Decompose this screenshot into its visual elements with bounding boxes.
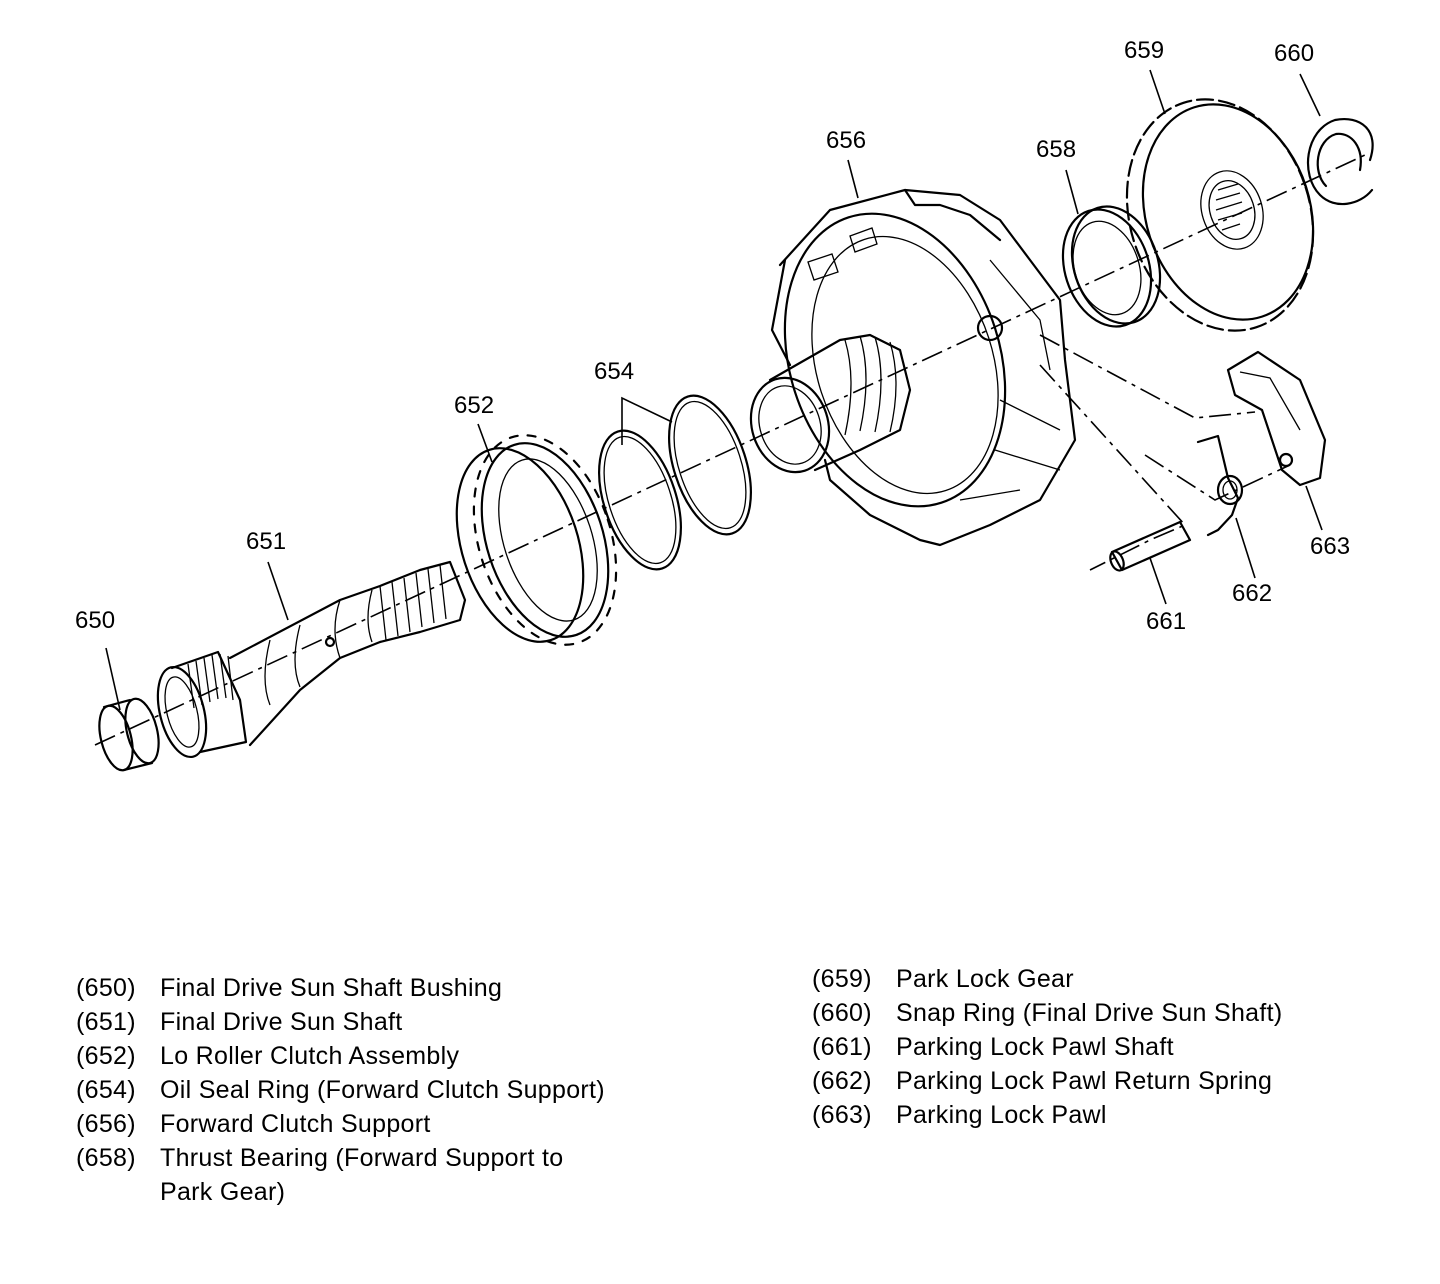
legend-description: Park Lock Gear [896,965,1074,993]
callout-659: 659 [1124,37,1164,64]
legend-description: Parking Lock Pawl Shaft [896,1033,1174,1061]
legend-number: (660) [812,999,872,1027]
legend-item-660: (660) Snap Ring (Final Drive Sun Shaft) [812,996,1356,1030]
legend-number: (658) [76,1144,136,1172]
callout-650: 650 [75,607,115,634]
legend-item-663: (663) Parking Lock Pawl [812,1098,1356,1132]
callout-652: 652 [454,392,494,419]
callout-662: 662 [1232,580,1272,607]
legend-right-column: (659) Park Lock Gear (660) Snap Ring (Fi… [812,962,1356,1132]
legend-description: Parking Lock Pawl [896,1101,1107,1129]
bushing-650 [98,697,160,772]
legend-item-651: (651) Final Drive Sun Shaft [76,1005,620,1039]
thrust-bearing-658 [1061,205,1162,328]
legend-number: (662) [812,1067,872,1095]
centerline [94,154,1366,746]
legend-description: Lo Roller Clutch Assembly [160,1042,460,1070]
callout-663: 663 [1310,533,1350,560]
legend-description: Final Drive Sun Shaft Bushing [160,974,503,1002]
legend-number: (663) [812,1101,872,1129]
legend-description: Final Drive Sun Shaft [160,1008,403,1036]
legend-number: (654) [76,1076,136,1104]
legend-number: (652) [76,1042,136,1070]
legend-description: Snap Ring (Final Drive Sun Shaft) [896,999,1283,1027]
legend-number: (659) [812,965,872,993]
legend-description: Oil Seal Ring (Forward Clutch Support) [160,1076,605,1104]
legend-item-652: (652) Lo Roller Clutch Assembly [76,1039,620,1073]
leader-lines [105,69,1323,711]
legend-description: Forward Clutch Support [160,1110,431,1138]
legend-item-650: (650) Final Drive Sun Shaft Bushing [76,971,620,1005]
exploded-parts-diagram: 650 651 652 654 656 658 659 660 661 662 … [75,37,1374,772]
spring-alignment-line [1144,454,1291,501]
oil-seal-rings-654 [598,394,752,571]
callout-661: 661 [1146,608,1186,635]
legend-item-654: (654) Oil Seal Ring (Forward Clutch Supp… [76,1073,620,1107]
sun-shaft-651 [156,560,467,759]
pawl-return-spring-662 [1196,434,1244,537]
park-lock-gear-659 [1125,98,1315,332]
pawl-shaft-661 [1109,520,1192,572]
legend-number: (651) [76,1008,136,1036]
legend-number: (656) [76,1110,136,1138]
pawl-shaft-alignment-line [1039,364,1187,571]
callout-654: 654 [594,358,634,385]
legend-item-656: (656) Forward Clutch Support [76,1107,620,1141]
callout-660: 660 [1274,40,1314,67]
legend-description: Parking Lock Pawl Return Spring [896,1067,1273,1095]
legend-left-column: (650) Final Drive Sun Shaft Bushing (651… [76,971,620,1209]
callout-656: 656 [826,127,866,154]
legend-item-661: (661) Parking Lock Pawl Shaft [812,1030,1356,1064]
legend-number: (661) [812,1033,872,1061]
legend-item-662: (662) Parking Lock Pawl Return Spring [812,1064,1356,1098]
legend-description: Thrust Bearing (Forward Support to Park … [160,1144,564,1206]
legend-number: (650) [76,974,136,1002]
callout-651: 651 [246,528,286,555]
parking-lock-pawl-663 [1226,350,1327,487]
legend-item-659: (659) Park Lock Gear [812,962,1356,996]
pawl-alignment-line [1039,334,1256,419]
forward-clutch-support-656 [749,188,1077,547]
callout-658: 658 [1036,136,1076,163]
snap-ring-660 [1306,117,1374,206]
legend-item-658: (658) Thrust Bearing (Forward Support to… [76,1141,620,1209]
